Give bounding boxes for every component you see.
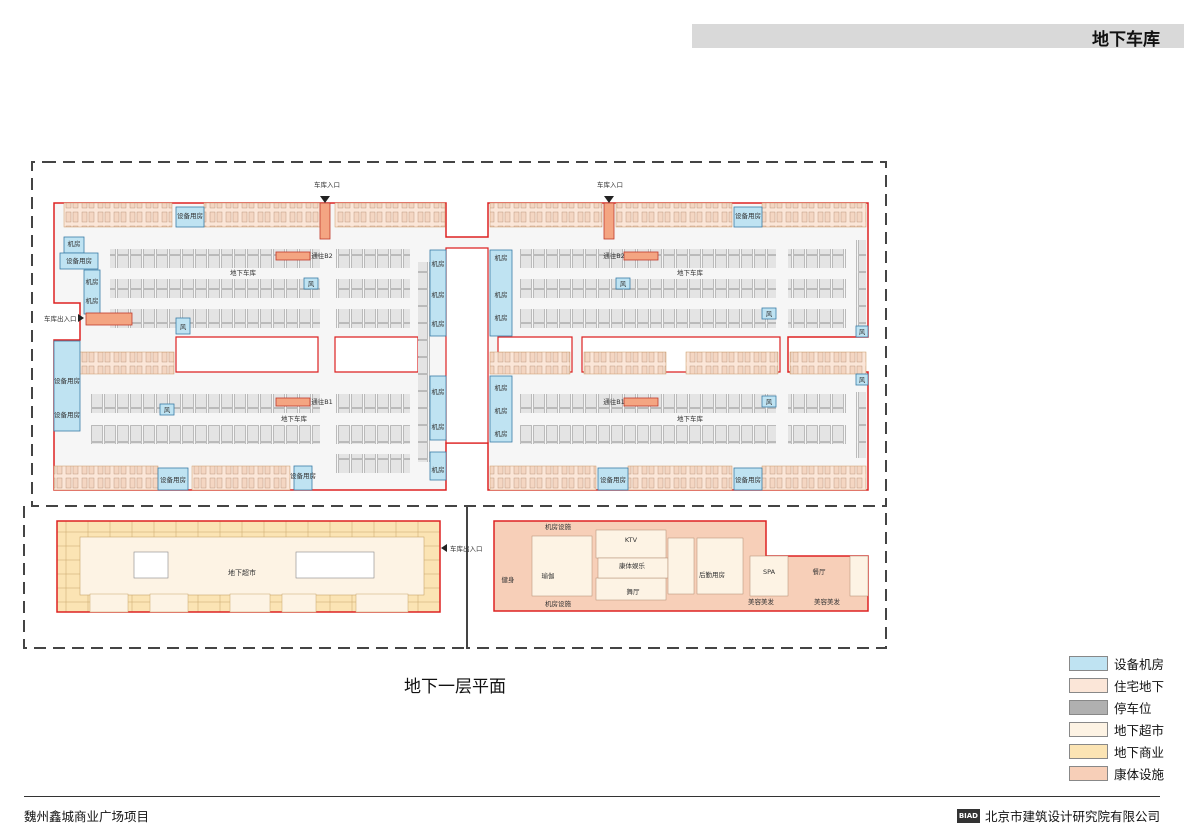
recreation-block: 机房设施 KTV 健身 瑜伽 康体娱乐 后勤用房 SPA 餐厅 舞厅 机房设施 … [493,520,869,612]
legend: 设备机房住宅地下停车位地下超市地下商业康体设施 [1069,652,1164,784]
logistics-label: 后勤用房 [699,570,725,579]
beauty-label-2: 美容美发 [814,597,841,606]
legend-label: 康体设施 [1114,766,1165,782]
equip-room-label-2: 设备用房 [735,211,761,220]
sports-ent-label: 康体娱乐 [619,561,646,570]
legend-item: 设备机房 [1069,652,1164,674]
equip-room-label-9: 设备用房 [735,475,761,484]
fitness-label: 健身 [502,575,516,584]
entrance-side-label: 车库出入口 [44,314,77,323]
wind-label-8: 风 [859,376,866,384]
equipment-rooms [53,206,869,491]
equip-room-label-1: 设备用房 [177,211,203,220]
supermarket-label: 地下超市 [228,568,256,577]
to-b2-label-1: 通往B2 [311,251,333,260]
garage-label-1: 地下车库 [230,268,257,277]
legend-swatch [1069,699,1108,715]
yoga-label: 瑜伽 [542,571,555,580]
wind-label-2: 风 [308,280,315,288]
machine-room-label-13: 机房 [495,383,508,392]
company-block: BIAD 北京市建筑设计研究院有限公司 [956,806,1160,825]
machine-room-label-3: 机房 [86,296,99,305]
project-name: 魏州鑫城商业广场项目 [24,809,150,824]
machine-equip-label-2: 机房设施 [545,599,572,608]
legend-item: 停车位 [1069,696,1164,718]
machine-room-label-1: 机房 [68,239,81,248]
parking-stalls [90,240,866,473]
machine-room-label-9: 机房 [432,465,445,474]
legend-item: 住宅地下 [1069,674,1164,696]
machine-equip-label-1: 机房设施 [545,522,572,531]
equip-room-label-5: 设备用房 [54,410,80,419]
entrance-top-left-label: 车库入口 [314,180,340,189]
legend-item: 康体设施 [1069,762,1164,784]
legend-item: 地下超市 [1069,718,1164,740]
machine-room-label-5: 机房 [432,290,445,299]
legend-swatch [1069,721,1108,737]
equip-room-label-3: 设备用房 [66,256,92,265]
legend-swatch [1069,743,1108,759]
entrance-top-right-label: 车库入口 [597,180,623,189]
legend-label: 停车位 [1114,700,1152,716]
legend-swatch [1069,655,1108,671]
wind-label-7: 风 [859,328,866,336]
garage-left: 车库入口 车库入口 地下车库 地下车库 地下车库 地下车库 通往B2 通往B2 … [44,180,869,555]
to-b2-label-2: 通往B2 [603,251,625,260]
footer-divider [24,796,1160,797]
legend-swatch [1069,677,1108,693]
biad-logo-icon: BIAD [956,808,980,823]
machine-room-label-12: 机房 [495,313,508,322]
machine-room-label-15: 机房 [495,429,508,438]
machine-room-label-2: 机房 [86,277,99,286]
to-b1-label-2: 通往B1 [603,397,625,406]
garage-label-4: 地下车库 [677,414,704,423]
to-b1-label-1: 通往B1 [311,397,333,406]
supermarket-block: 地下超市 车库出入口 [56,520,483,613]
site-boundary [23,161,887,649]
wind-label-4: 风 [620,280,627,288]
spa-label: SPA [763,568,776,576]
beauty-label-1: 美容美发 [748,597,775,606]
machine-room-label-8: 机房 [432,422,445,431]
equip-room-label-7: 设备用房 [290,471,316,480]
company-name: 北京市建筑设计研究院有限公司 [984,809,1160,824]
dining-label: 餐厅 [813,567,827,576]
wind-label-6: 风 [766,398,773,406]
legend-label: 住宅地下 [1114,678,1165,694]
header-bar: 地下车库 [692,24,1184,50]
dance-label: 舞厅 [627,587,641,596]
machine-room-label-11: 机房 [495,290,508,299]
page-title: 地下车库 [1092,30,1160,50]
legend-label: 地下超市 [1114,722,1165,738]
entrance-arrows [78,196,614,552]
plan-caption: 地下一层平面 [404,677,506,697]
machine-room-label-7: 机房 [432,387,445,396]
legend-label: 地下商业 [1114,744,1165,760]
entrance-mid-label: 车库出入口 [450,544,483,553]
machine-room-label-14: 机房 [495,406,508,415]
legend-item: 地下商业 [1069,740,1164,762]
garage-label-2: 地下车库 [677,268,704,277]
equip-room-label-4: 设备用房 [54,376,80,385]
wind-label-3: 风 [164,406,171,414]
equip-room-label-6: 设备用房 [160,475,186,484]
wind-label-5: 风 [766,310,773,318]
equip-room-label-8: 设备用房 [600,475,626,484]
machine-room-label-4: 机房 [432,259,445,268]
garage-label-3: 地下车库 [281,414,308,423]
machine-room-label-6: 机房 [432,319,445,328]
wind-label-1: 风 [180,323,187,331]
legend-swatch [1069,765,1108,781]
machine-room-label-10: 机房 [495,253,508,262]
ktv-label: KTV [625,536,638,544]
legend-label: 设备机房 [1114,656,1165,672]
